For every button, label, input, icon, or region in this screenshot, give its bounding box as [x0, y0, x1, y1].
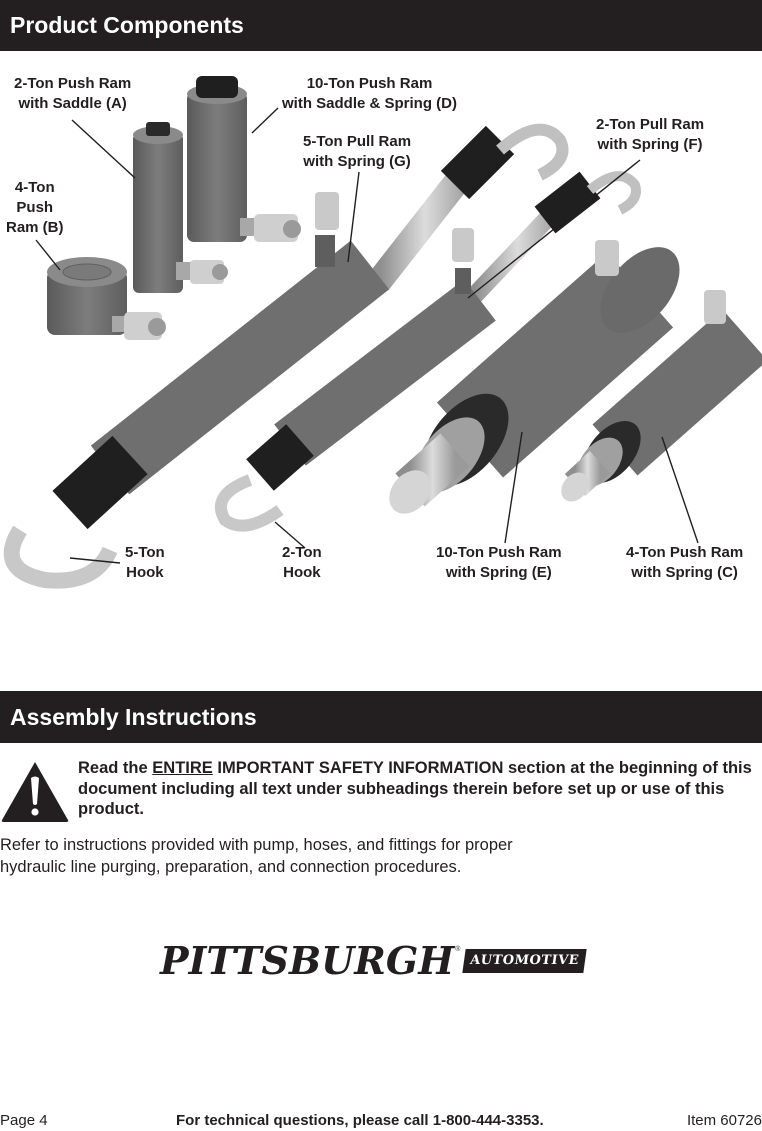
tech-support-line: For technical questions, please call 1-8… [176, 1112, 544, 1129]
rams-drawing [3, 76, 762, 589]
ram-f [214, 171, 641, 532]
warning-text: Read the ENTIRE IMPORTANT SAFETY INFORMA… [78, 759, 752, 818]
leader-lines [35, 107, 699, 564]
assembly-body-text: Refer to instructions provided with pump… [0, 836, 513, 876]
warning-triangle-icon [1, 762, 69, 822]
logo-brand: PITTSBURGH [160, 938, 455, 983]
section-title: Product Components [10, 12, 244, 38]
safety-warning: Read the ENTIRE IMPORTANT SAFETY INFORMA… [0, 758, 762, 822]
section-title: Assembly Instructions [10, 703, 257, 730]
logo-sub-badge: AUTOMOTIVE [462, 949, 587, 973]
page-number: Page 4 [0, 1112, 48, 1129]
pittsburgh-automotive-logo: PITTSBURGH ® AUTOMOTIVE [160, 940, 605, 982]
ram-b [47, 257, 166, 340]
registered-mark: ® [455, 946, 461, 953]
emphasis-entire: ENTIRE [152, 759, 213, 777]
section-header-assembly-instructions: Assembly Instructions [0, 691, 762, 743]
section-header-product-components: Product Components [0, 0, 762, 51]
ram-g [3, 123, 569, 589]
item-number: Item 60726 [686, 1112, 762, 1129]
ram-c [561, 290, 762, 502]
ram-e [389, 240, 680, 514]
page-footer: Page 4 For technical questions, please c… [0, 1112, 762, 1131]
ram-d [187, 76, 301, 242]
ram-a [133, 122, 228, 293]
